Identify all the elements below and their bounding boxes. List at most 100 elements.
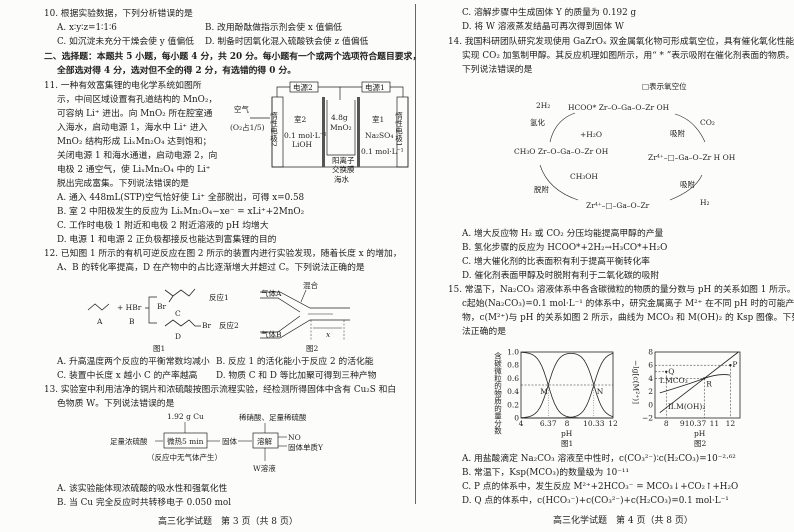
room1-solute: Na₂SO₄ (365, 131, 393, 140)
y-tick-label: 0.4 (507, 387, 519, 396)
room2-label: 室2 (294, 114, 306, 124)
q11-line: 可容纳 Li⁺ 进出。向 MnO₂ 所在腔室通 (57, 109, 213, 119)
curve-2-label: II.M(OH)₂ (668, 402, 706, 411)
adsorb-label-1: 吸附 (670, 129, 685, 138)
moh2-line (659, 351, 739, 414)
fig1-xlabel: pH (561, 429, 573, 438)
q12-line: A、B 的转化率提高，D 在产物中的占比逐渐增大并超过 C。下列说法正确的是 (57, 263, 365, 273)
fig2-xlabel: pH (694, 429, 706, 438)
h2-reactant: H₂ (700, 198, 710, 207)
y-tick-label: 4 (648, 374, 653, 383)
room1-solution: 0.1 mol·L⁻¹ (361, 147, 404, 156)
q13-option-d: D. 将 W 溶液蒸发结晶可再次得到固体 W (462, 22, 624, 32)
section-title: 二、选择题：本题共 5 小题，每小题 4 分，共 20 分。每小题有一个或两个选… (44, 52, 422, 62)
solid-label: 固体 (222, 436, 237, 446)
q11-line: 示，中间区域设置有孔道结构的 MnO₂， (57, 95, 218, 105)
length-x-label: x (326, 330, 331, 339)
q11-option-a: A. 通入 448mL(STP)空气恰好使 Li⁺ 全部脱出，可得 x=0.58 (57, 193, 305, 203)
electrode1-label: 惰性电极1 (394, 111, 403, 147)
q11-line: 入海水，启动电源 1，海水中 Li⁺ 进入 (57, 123, 208, 133)
fig2-caption: 图2 (306, 344, 318, 353)
no-gas-note: （反应中无气体产生） (147, 452, 222, 462)
hbr-label: + HBr (117, 303, 142, 312)
co3-curve (521, 353, 614, 419)
x-tick-label: 8 (565, 419, 570, 428)
hydrogenation-label: 氢化 (530, 117, 545, 127)
q13-option-c: C. 溶解步骤中生成固体 Y 的质量为 0.192 g (462, 8, 637, 18)
dissolve-step: 溶解 (257, 436, 272, 446)
y-tick-label: 2 (648, 387, 653, 396)
q15-option-a: A. 用盐酸滴定 Na₂CO₃ 溶液至中性时，c(CO₃²⁻)∶c(H₂CO₃)… (462, 454, 736, 464)
q11-line: 关闭电源 1 和海水通道，启动电源 2，向 (57, 151, 218, 161)
q12-figure-2: 混合 气体A 气体B x 图2 (260, 280, 350, 353)
point-r-marker (703, 377, 706, 380)
reaction-1-label: 反应1 (209, 292, 229, 302)
y-tick-label: 6 (648, 361, 653, 370)
q13-flowchart: 1.92 g Cu 足量浓硫酸 微热5 min （反应中无气体产生） 固体 稀硝… (110, 412, 324, 473)
structure-top: HCOO* Zr–O–Ga–O–Zr OH (568, 103, 670, 112)
fig2-ylabel: −lg[c(M²⁺)] (632, 360, 641, 404)
q11-line: MnO₂ 结构形成 LiₓMn₂O₄ 达到饱和； (57, 137, 212, 147)
x-tick-label: 10.33 (583, 419, 605, 428)
reaction-2-label: 反应2 (219, 320, 239, 330)
x-tick-label: 9 (680, 419, 685, 428)
page-3-footer: 高三化学试题 第 3 页（共 8 页） (158, 517, 298, 527)
reagents-label: 稀硝酸、足量稀硫酸 (239, 412, 307, 422)
curve-1-label: I.MCO₃ (660, 376, 688, 385)
x-tick-label: 6.37 (540, 419, 557, 428)
q13-option-a: A. 该实验能体现浓硫酸的吸水性和强氧化性 (57, 484, 228, 494)
x-tick-label: 8 (664, 419, 669, 428)
q13-option-b: B. 当 Cu 完全反应时共转移电子 0.050 mol (57, 498, 232, 508)
mno2-label: MnO₂ (330, 123, 352, 132)
q11-option-d: D. 电源 1 和电源 2 正负极都接反也能达到富集锂的目的 (57, 235, 277, 245)
q14-mechanism-figure: □表示氧空位 HCOO* Zr–O–Ga–O–Zr OH CH₃O Zr–O–G… (514, 81, 736, 210)
x-tick-label: 4 (519, 419, 524, 428)
point-p-marker (729, 364, 732, 367)
q15-line: c起始(Na₂CO₃)=0.1 mol·L⁻¹ 的体系中，研究金属离子 M²⁺ … (462, 299, 794, 309)
q11-electrochem-figure: 电源2 电源1 惰性电极2 惰性电极1 空气 (O₂占1/5) 室2 0.1 m… (230, 81, 409, 184)
heat-step: 微热5 min (167, 436, 204, 446)
q15-line: 物，c(M²⁺)与 pH 的关系如图 2 所示，曲线为 MCO₃ 和 M(OH)… (462, 313, 794, 323)
point-p: P (732, 360, 737, 369)
q15-line: 法正确的是 (462, 327, 506, 337)
gas-b-label: 气体B (261, 329, 282, 339)
y-tick-label: 8 (648, 348, 653, 357)
structure-bottom: Zr⁴⁺–□–Ga–O–Zr (586, 201, 650, 210)
x-tick-label: 12 (608, 419, 618, 428)
q10-option-c: C. 如沉淀未充分干燥会使 y 值偏低 (57, 37, 194, 47)
y-tick-label: 0.2 (507, 400, 519, 409)
q11-option-b: B. 室 2 中阳极发生的反应为 LiₓMn₂O₄−xe⁻ = xLi⁺+2Mn… (57, 207, 305, 217)
point-m: M (540, 387, 548, 396)
power2-label: 电源2 (293, 82, 313, 92)
mix-label: 混合 (303, 280, 318, 290)
q11-line: 电极 2 通空气，使 LiₓMn₂O₄ 中的 Li⁺ (57, 165, 211, 175)
y-tick-label: 1.0 (507, 348, 519, 357)
section-title-2: 全部选对得 4 分，选对但不全的得 2 分，有选错的得 0 分。 (57, 66, 297, 76)
q11-line: 脱出完成富集。下列说法错误的是 (57, 179, 189, 189)
q10-stem: 10. 根据实验数据，下列分析错误的是 (44, 9, 193, 19)
methanol-product: CH₃OH (570, 172, 598, 181)
q15-option-c: C. P 点的体系中，发生反应 M²⁺+2HCO₃⁻ = MCO₃↓+CO₂↑+… (462, 482, 739, 492)
hco3-curve (521, 353, 614, 419)
compound-c: C (175, 309, 181, 318)
h2co3-curve (521, 351, 613, 419)
point-r: R (706, 379, 712, 388)
x-tick-label: 11 (710, 419, 720, 428)
fig2-caption: 图2 (694, 439, 706, 448)
water-product: +H₂O (580, 130, 602, 139)
power1-label: 电源1 (365, 82, 385, 92)
br-c: Br (157, 302, 167, 311)
co2-reactant: CO₂ (700, 118, 715, 127)
q14-option-c: C. 增大催化剂的比表面积有利于提高平衡转化率 (462, 257, 650, 267)
cu-mass: 1.92 g Cu (167, 412, 204, 421)
mno2-mass: 4.8g (331, 113, 348, 122)
desorb-label: 脱附 (534, 184, 549, 194)
compound-a: A (96, 317, 103, 326)
page-divider (415, 4, 416, 504)
q13-line: 色物质 W。下列说法错误的是 (57, 399, 175, 409)
room2-solute: LiOH (292, 140, 313, 149)
x-tick-label: 12 (726, 419, 736, 428)
